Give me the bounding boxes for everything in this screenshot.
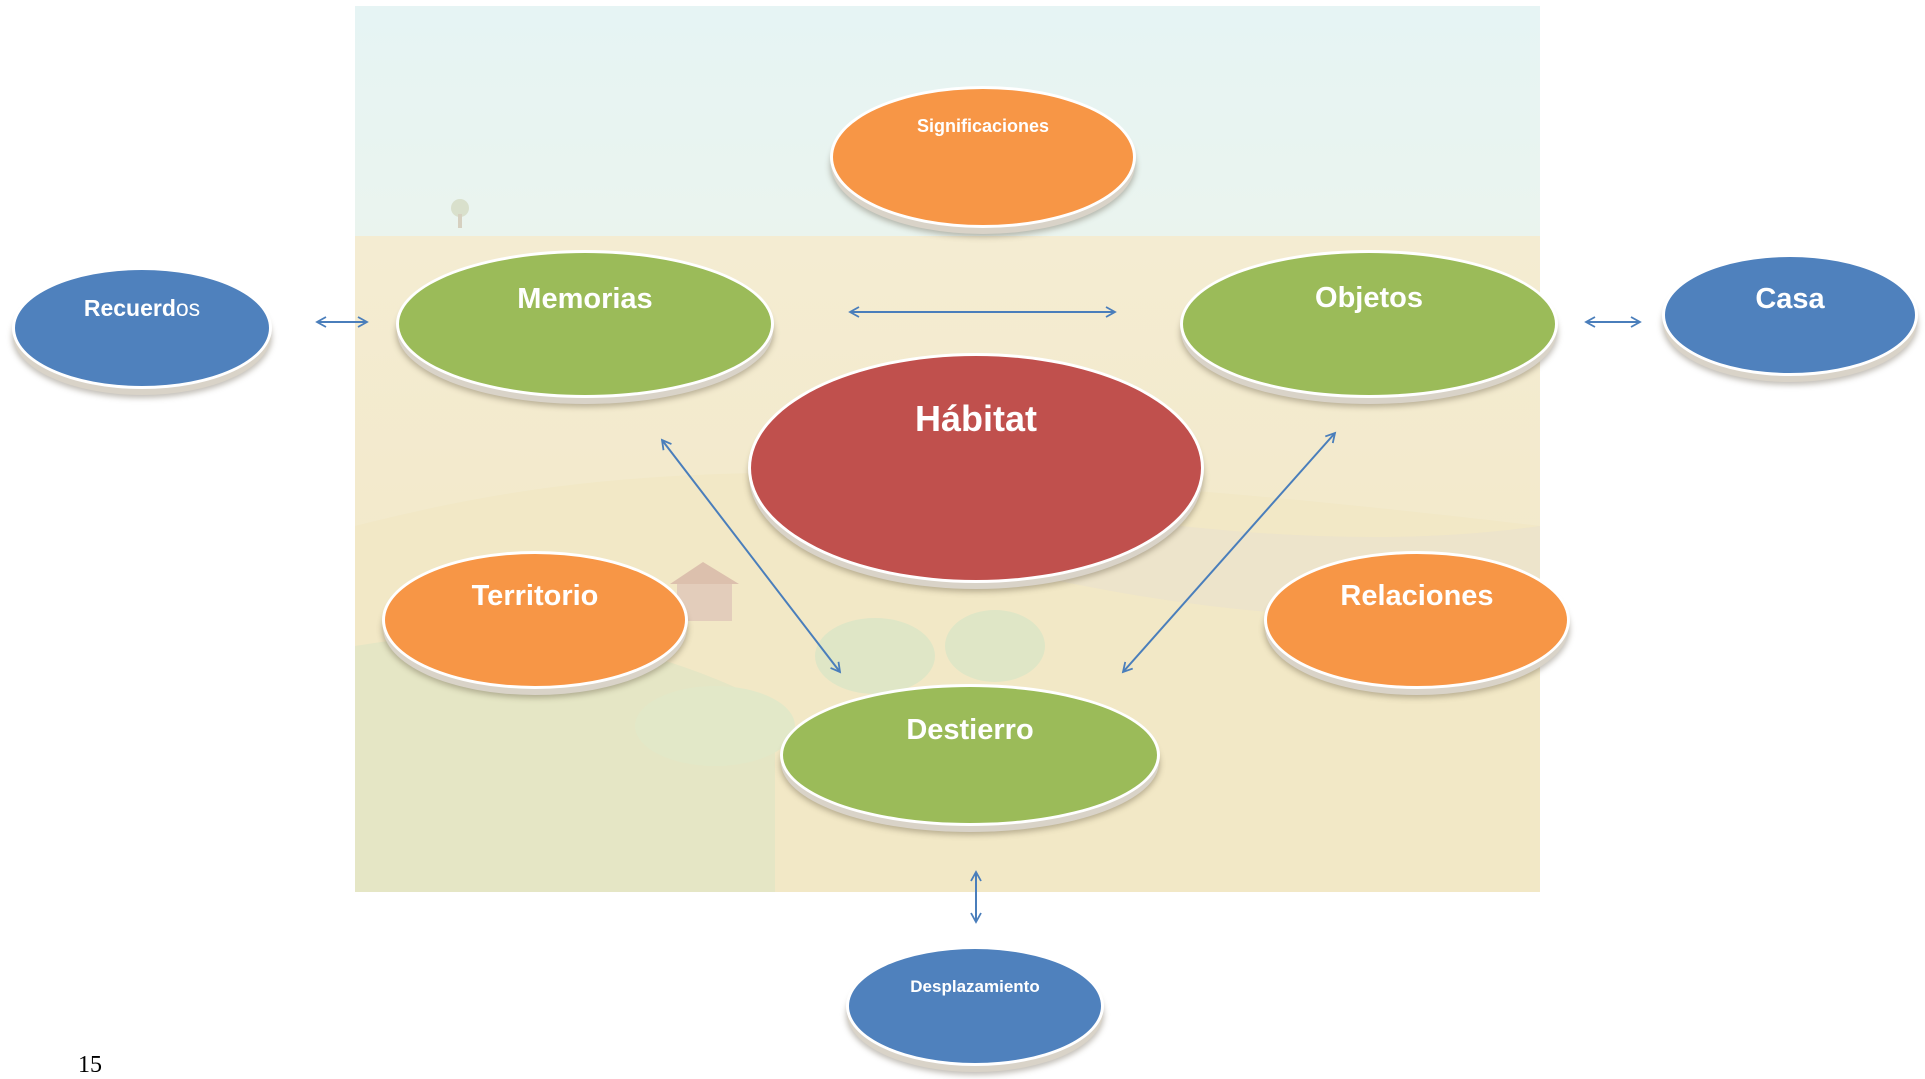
- node-territorio-label: Territorio: [471, 580, 599, 612]
- node-recuerdos-label-plain: os: [175, 295, 201, 321]
- node-habitat: Hábitat: [748, 353, 1204, 583]
- node-relaciones-label: Relaciones: [1340, 580, 1494, 612]
- node-desplazamiento-label: Desplazamiento: [910, 977, 1040, 996]
- node-casa-label: Casa: [1755, 283, 1825, 315]
- node-objetos-label: Objetos: [1315, 282, 1423, 314]
- arrow-memorias-destierro: [660, 438, 842, 674]
- node-memorias-label: Memorias: [517, 283, 653, 315]
- node-desplazamiento: Desplazamiento: [846, 946, 1104, 1066]
- node-destierro: Destierro: [780, 684, 1160, 826]
- node-recuerdos: Recuerdos: [12, 267, 272, 389]
- arrow-objetos-destierro: [1121, 431, 1337, 674]
- node-memorias: Memorias: [396, 250, 774, 398]
- node-destierro-label: Destierro: [906, 714, 1034, 746]
- node-objetos: Objetos: [1180, 250, 1558, 398]
- node-significaciones: Significaciones: [830, 86, 1136, 228]
- node-recuerdos-label: Recuerdos: [15, 295, 269, 322]
- node-territorio: Territorio: [382, 551, 688, 689]
- node-relaciones: Relaciones: [1264, 551, 1570, 689]
- node-significaciones-label: Significaciones: [916, 116, 1050, 136]
- node-recuerdos-label-bold: Recuerd: [83, 295, 176, 321]
- page-number: 15: [78, 1052, 102, 1078]
- node-habitat-label: Hábitat: [914, 398, 1037, 439]
- node-casa: Casa: [1662, 254, 1918, 376]
